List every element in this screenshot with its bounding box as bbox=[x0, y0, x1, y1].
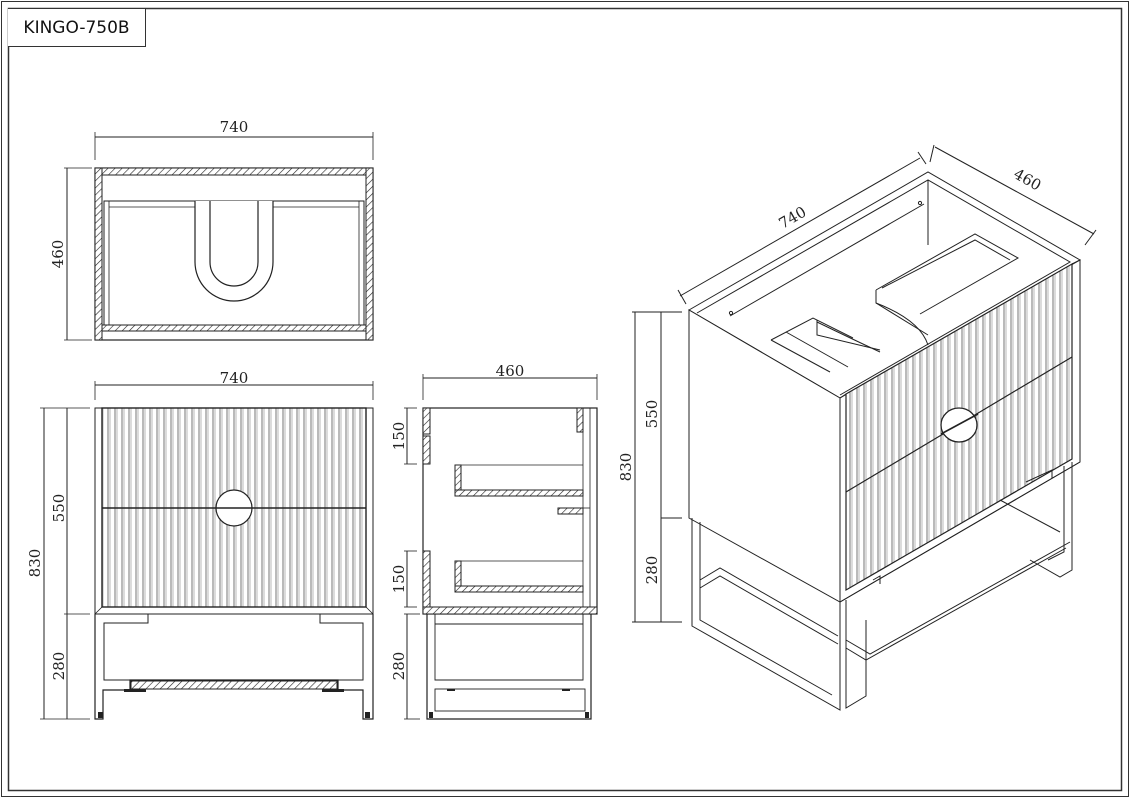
side-view bbox=[404, 374, 598, 720]
iso-cabinet-height-label: 550 bbox=[643, 400, 661, 429]
front-cabinet-height-label: 550 bbox=[50, 494, 68, 523]
side-frame-height-label: 280 bbox=[390, 652, 408, 681]
iso-depth-label: 460 bbox=[1011, 165, 1045, 195]
top-depth-label: 460 bbox=[49, 240, 67, 269]
iso-width-label: 740 bbox=[776, 203, 810, 233]
isometric-view bbox=[632, 144, 1097, 711]
front-total-height-label: 830 bbox=[26, 549, 44, 578]
side-lower-drawer-label: 150 bbox=[390, 565, 408, 594]
top-view bbox=[64, 132, 374, 341]
model-title: KINGO-750B bbox=[23, 17, 130, 38]
model-title-box: KINGO-750B bbox=[8, 9, 146, 47]
side-depth-label: 460 bbox=[496, 362, 525, 380]
front-view bbox=[40, 381, 374, 720]
iso-frame-height-label: 280 bbox=[643, 556, 661, 585]
iso-total-height-label: 830 bbox=[617, 453, 635, 482]
front-frame-height-label: 280 bbox=[50, 652, 68, 681]
side-upper-drawer-label: 150 bbox=[390, 422, 408, 451]
front-width-label: 740 bbox=[220, 369, 249, 387]
top-width-label: 740 bbox=[220, 118, 249, 136]
